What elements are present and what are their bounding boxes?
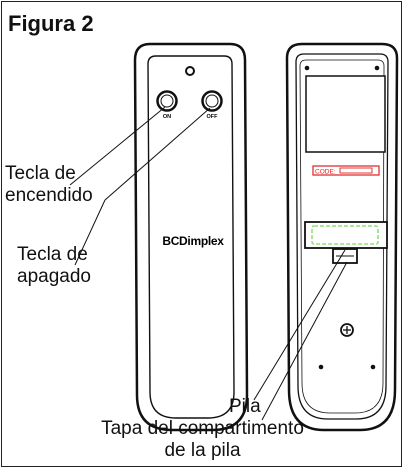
battery-icon [311,225,379,245]
code-label-box: CODE: [312,165,380,176]
on-button[interactable] [156,90,178,112]
off-button[interactable] [201,90,223,112]
screw-bottom-left-icon [318,364,324,370]
screw-top-left-icon [304,65,310,71]
callout-battery-cover-line2: de la pila [164,440,241,461]
ir-led-icon [185,66,195,76]
callout-power-on-line2: encendido [5,185,93,206]
front-remote: ON OFF BCDimplex [133,42,249,432]
screw-bottom-right-icon [370,364,376,370]
code-label: CODE: [315,169,336,176]
on-button-label: ON [163,114,171,120]
leader-battery-cover [261,261,348,421]
off-button-label: OFF [207,114,219,120]
leader-power-on [69,106,166,186]
callout-battery-cover-line1: Tapa del compartimento [101,418,304,439]
leader-lines [69,106,348,421]
label-area [305,75,386,153]
screw-icon [340,323,354,337]
callout-battery: Pila [229,396,261,417]
brand-logo: BCDimplex [162,234,224,248]
back-remote: CODE: [285,42,399,432]
callout-power-off: Tecla de apagado [17,244,91,288]
leader-power-off [74,199,106,266]
callout-power-off-line2: apagado [17,266,91,287]
callout-battery-cover: Tapa del compartimento de la pila [0,418,405,462]
callout-power-on-line1: Tecla de [5,163,76,184]
screw-top-right-icon [374,65,380,71]
callout-power-off-line1: Tecla de [17,244,88,265]
figure-title: Figura 2 [8,11,94,36]
callout-power-on: Tecla de encendido [5,163,93,207]
leader-battery [253,249,346,401]
